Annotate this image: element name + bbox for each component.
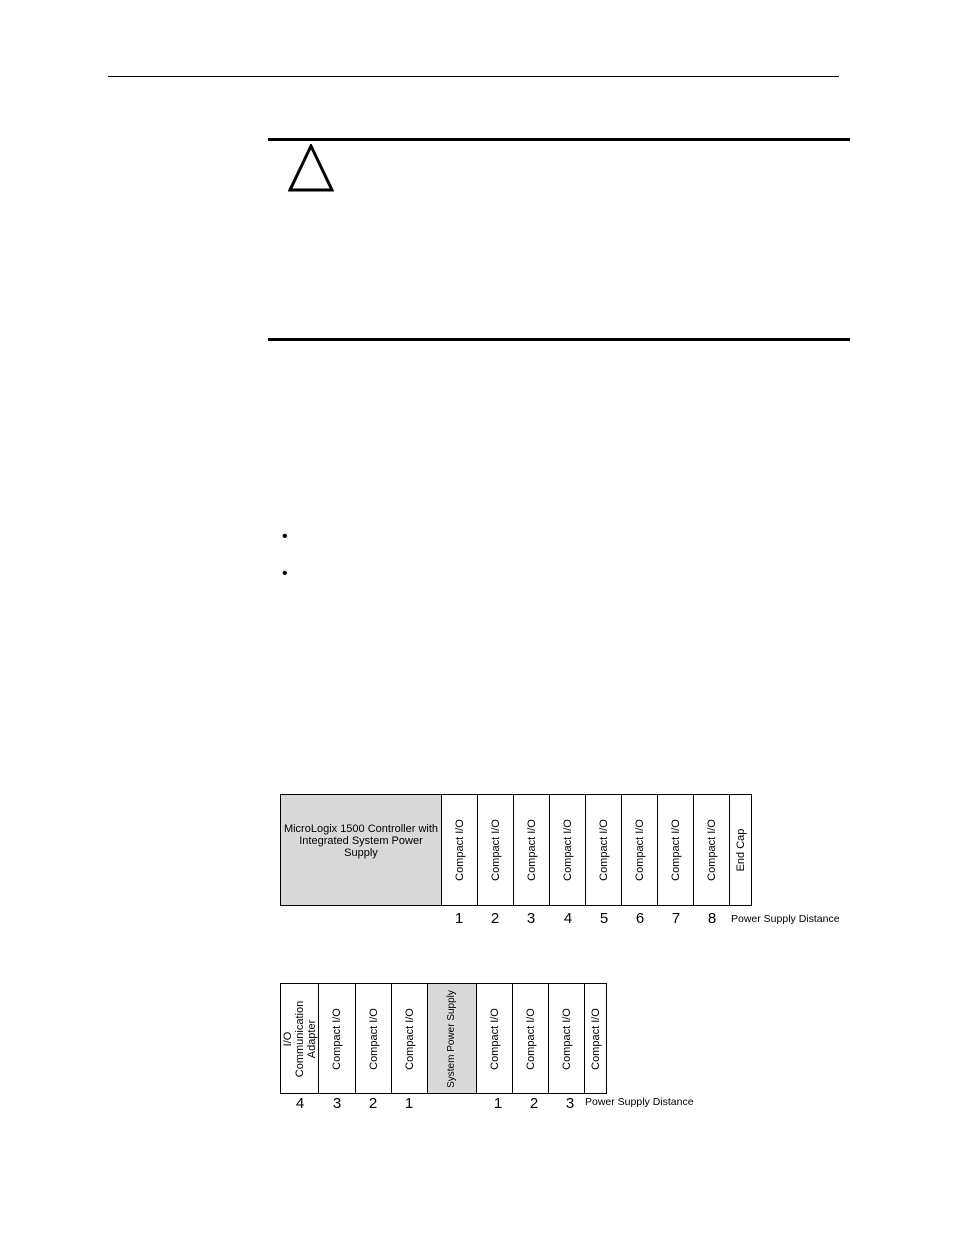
module-label: Compact I/O bbox=[705, 819, 718, 881]
attention-box bbox=[268, 138, 850, 342]
distance-number: 2 bbox=[490, 910, 500, 927]
adapter-slot: I/O Communication Adapter bbox=[281, 984, 319, 1093]
distance-number: 5 bbox=[599, 910, 609, 927]
module-label: Compact I/O bbox=[589, 1007, 602, 1070]
bullet-2: • bbox=[282, 565, 288, 582]
module-slot: Compact I/O bbox=[586, 795, 622, 905]
module-slot: Compact I/O bbox=[319, 984, 356, 1093]
power-supply-distance-label: Power Supply Distance bbox=[731, 913, 840, 925]
module-slot: Compact I/O bbox=[513, 984, 549, 1093]
module-slot: Compact I/O bbox=[549, 984, 585, 1093]
module-slot: Compact I/O bbox=[658, 795, 694, 905]
distance-number: 6 bbox=[635, 910, 645, 927]
system-power-supply-label: System Power Supply bbox=[446, 989, 457, 1088]
module-slot: Compact I/O bbox=[622, 795, 658, 905]
module-slot: Compact I/O bbox=[477, 984, 513, 1093]
module-slot: Compact I/O bbox=[694, 795, 730, 905]
attention-bottom-rule bbox=[268, 338, 850, 341]
module-label: Compact I/O bbox=[561, 819, 574, 881]
distance-number: 1 bbox=[454, 910, 464, 927]
distance-number: 1 bbox=[493, 1095, 503, 1112]
module-slot: Compact I/O bbox=[392, 984, 428, 1093]
module-label: Compact I/O bbox=[489, 819, 502, 881]
module-label: Compact I/O bbox=[367, 1007, 380, 1070]
module-label: Compact I/O bbox=[669, 819, 682, 881]
module-label: Compact I/O bbox=[633, 819, 646, 881]
distance-number: 2 bbox=[529, 1095, 539, 1112]
module-label: Compact I/O bbox=[524, 1007, 537, 1070]
end-cap-label: End Cap bbox=[734, 828, 747, 872]
controller-label: MicroLogix 1500 Controller with Integrat… bbox=[283, 823, 439, 859]
module-slot: Compact I/O bbox=[550, 795, 586, 905]
power-supply-distance-label: Power Supply Distance bbox=[585, 1096, 694, 1108]
module-label: Compact I/O bbox=[597, 819, 610, 881]
distance-number: 4 bbox=[295, 1095, 305, 1112]
module-label: Compact I/O bbox=[453, 819, 466, 881]
module-slot: Compact I/O bbox=[514, 795, 550, 905]
bullet-1: • bbox=[282, 528, 288, 545]
distance-number: 8 bbox=[707, 910, 717, 927]
module-label: Compact I/O bbox=[488, 1007, 501, 1070]
header-rule bbox=[108, 76, 839, 77]
distance-number: 7 bbox=[671, 910, 681, 927]
distance-number: 4 bbox=[563, 910, 573, 927]
adapter-rack: I/O Communication Adapter Compact I/O Co… bbox=[280, 983, 607, 1094]
end-cap-slot: End Cap bbox=[730, 795, 751, 905]
controller-rack: MicroLogix 1500 Controller with Integrat… bbox=[280, 794, 752, 906]
distance-number: 3 bbox=[526, 910, 536, 927]
module-label: Compact I/O bbox=[403, 1007, 416, 1070]
module-label: Compact I/O bbox=[331, 1007, 343, 1070]
controller-slot: MicroLogix 1500 Controller with Integrat… bbox=[281, 795, 442, 905]
system-power-supply-slot: System Power Supply bbox=[428, 984, 477, 1093]
module-slot: Compact I/O bbox=[442, 795, 478, 905]
distance-number: 3 bbox=[565, 1095, 575, 1112]
attention-top-rule bbox=[268, 138, 850, 141]
distance-number: 1 bbox=[404, 1095, 414, 1112]
warning-triangle-icon bbox=[288, 144, 334, 192]
module-slot: Compact I/O bbox=[585, 984, 606, 1093]
module-label: Compact I/O bbox=[525, 819, 538, 881]
module-label: Compact I/O bbox=[560, 1007, 573, 1070]
distance-number: 2 bbox=[368, 1095, 378, 1112]
module-slot: Compact I/O bbox=[356, 984, 392, 1093]
distance-number: 3 bbox=[332, 1095, 342, 1112]
module-slot: Compact I/O bbox=[478, 795, 514, 905]
adapter-label: I/O Communication Adapter bbox=[281, 1000, 318, 1077]
